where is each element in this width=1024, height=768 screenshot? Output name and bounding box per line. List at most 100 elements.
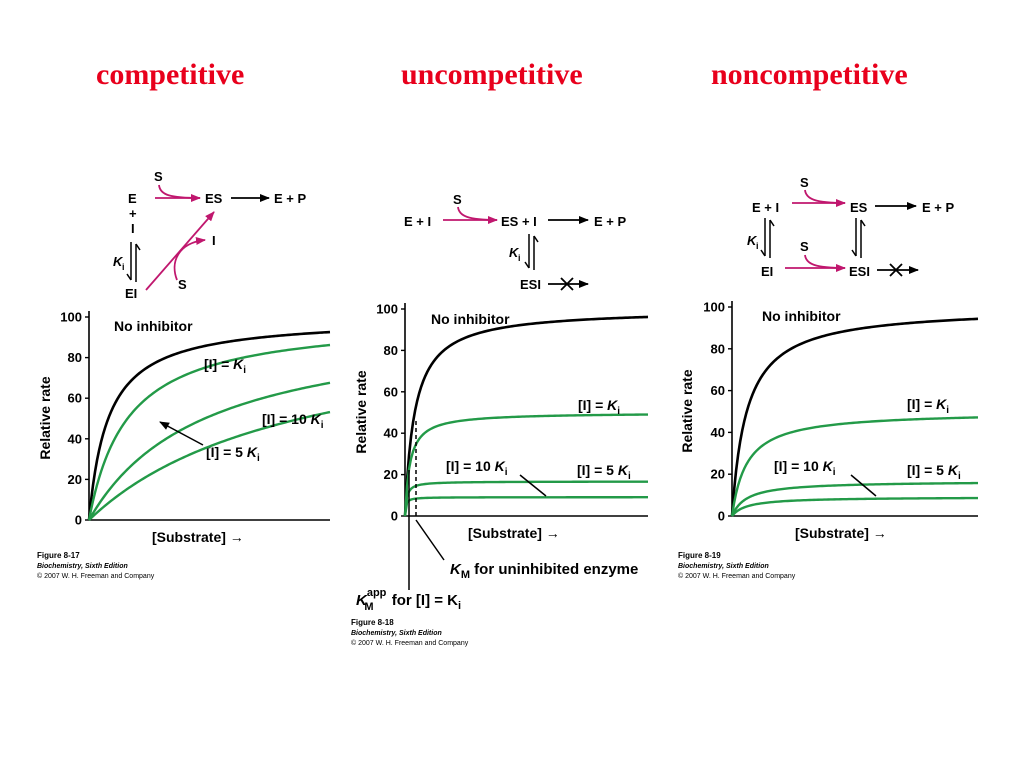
y-tick-label: 0 bbox=[75, 513, 82, 528]
y-tick-label: 0 bbox=[718, 509, 725, 524]
series-label--i-5-ki: [I] = 5 Ki bbox=[907, 462, 961, 482]
series-label-text: [I] = 10 bbox=[774, 458, 823, 474]
series-label-sub: i bbox=[617, 406, 620, 417]
series-label--i-10-ki: [I] = 10 Ki bbox=[262, 411, 324, 431]
series-label-text: [I] = 5 bbox=[577, 462, 618, 478]
scheme3-s-bottom-arrow bbox=[804, 254, 846, 272]
scheme3-esi-label: ESI bbox=[849, 264, 870, 279]
caption3-book: Biochemistry, Sixth Edition bbox=[678, 563, 769, 570]
caption1-copyright: © 2007 W. H. Freeman and Company bbox=[37, 572, 155, 580]
chart3-10ki-leader-line bbox=[850, 474, 877, 497]
scheme3-s-top-label: S bbox=[800, 175, 809, 190]
series-label-text: [I] = 5 bbox=[206, 444, 247, 460]
scheme2-blocked-x bbox=[560, 277, 574, 291]
series-line--i-ki bbox=[87, 343, 331, 521]
scheme3-ki-label: K bbox=[747, 233, 758, 248]
km-app-rest: for [I] = K bbox=[388, 592, 459, 609]
scheme1-e-label: E bbox=[128, 191, 137, 206]
scheme1-s-label: S bbox=[154, 169, 163, 184]
series-line--i-10-ki bbox=[403, 496, 648, 517]
series-label-text: [I] = bbox=[578, 397, 607, 413]
caption-figure-8-17: Figure 8-17 Biochemistry, Sixth Edition … bbox=[37, 551, 155, 580]
y-tick-label: 80 bbox=[68, 350, 82, 365]
y-axis-label: Relative rate bbox=[679, 369, 695, 452]
y-tick-label: 80 bbox=[384, 343, 398, 358]
y-tick-label: 0 bbox=[391, 509, 398, 524]
scheme1-ki-label: K bbox=[113, 254, 124, 269]
km-uninhibited-leader bbox=[415, 519, 445, 561]
scheme-uncompetitive: S E + I ES + I E + P K i ESI bbox=[404, 192, 626, 292]
km-uninhibited-annotation: KM for uninhibited enzyme bbox=[450, 561, 638, 581]
scheme1-s-binding-arrow bbox=[158, 184, 201, 202]
series-label-text: [I] = bbox=[907, 396, 936, 412]
y-tick-label: 20 bbox=[68, 472, 82, 487]
scheme1-s-bind-label: S bbox=[178, 277, 187, 292]
caption2-copyright: © 2007 W. H. Freeman and Company bbox=[351, 639, 469, 647]
chart2-10ki-leader-line bbox=[519, 474, 547, 497]
series-label-k: K bbox=[607, 397, 618, 413]
series-label--i-5-ki: [I] = 5 Ki bbox=[577, 462, 631, 482]
caption2-book: Biochemistry, Sixth Edition bbox=[351, 630, 442, 637]
y-tick-label: 20 bbox=[384, 467, 398, 482]
caption2-figure: Figure 8-18 bbox=[351, 618, 394, 627]
km-uninhibited-k: K bbox=[450, 561, 462, 578]
series-label-text: [I] = 10 bbox=[446, 458, 495, 474]
series-label-no-inhibitor: No inhibitor bbox=[762, 308, 841, 324]
scheme2-ei-label: E + I bbox=[404, 214, 431, 229]
caption1-figure: Figure 8-17 bbox=[37, 551, 80, 560]
series-label-k: K bbox=[311, 411, 322, 427]
series-line--i-5-ki bbox=[87, 381, 331, 521]
series-line-no-inhibitor bbox=[87, 330, 331, 521]
series-label-no-inhibitor: No inhibitor bbox=[431, 311, 510, 327]
x-axis-label: [Substrate] → bbox=[468, 525, 560, 541]
scheme1-i-release-arrow bbox=[173, 237, 206, 281]
series-label-text: [I] = 10 bbox=[262, 411, 311, 427]
scheme3-s-bottom-label: S bbox=[800, 239, 809, 254]
caption3-copyright: © 2007 W. H. Freeman and Company bbox=[678, 572, 796, 580]
series-label-text: [I] = 5 bbox=[907, 462, 948, 478]
scheme-competitive: S E + I ES E + P K i EI I S bbox=[113, 169, 306, 301]
scheme1-i-release-label: I bbox=[212, 233, 216, 248]
series-line--i-ki bbox=[730, 416, 979, 517]
chart1-5ki-leader-line bbox=[159, 421, 204, 446]
caption3-figure: Figure 8-19 bbox=[678, 551, 721, 560]
scheme2-equilibrium-left-head bbox=[524, 261, 530, 269]
y-tick-label: 60 bbox=[68, 391, 82, 406]
series-label--i-10-ki: [I] = 10 Ki bbox=[446, 458, 508, 478]
series-line-no-inhibitor bbox=[730, 317, 979, 517]
scheme3-right-equilibrium-b-head bbox=[860, 219, 866, 227]
series-label-text: [I] = bbox=[204, 356, 233, 372]
scheme2-s-label: S bbox=[453, 192, 462, 207]
y-tick-label: 80 bbox=[711, 341, 725, 356]
scheme2-ep-label: E + P bbox=[594, 214, 626, 229]
scheme3-es-label: ES bbox=[850, 200, 868, 215]
y-tick-label: 40 bbox=[711, 425, 725, 440]
series-label-sub: i bbox=[257, 453, 260, 464]
series-label-k: K bbox=[948, 462, 959, 478]
scheme1-plus: + bbox=[129, 206, 137, 221]
km-app-sup: app bbox=[367, 587, 387, 599]
heading-competitive: competitive bbox=[96, 58, 245, 91]
scheme2-es-i-label: ES + I bbox=[501, 214, 537, 229]
series-label-no-inhibitor: No inhibitor bbox=[114, 318, 193, 334]
y-axis-label: Relative rate bbox=[37, 376, 53, 459]
scheme1-ki-sub: i bbox=[122, 262, 125, 272]
scheme1-es-label: ES bbox=[205, 191, 223, 206]
series-label-sub: i bbox=[833, 467, 836, 478]
scheme1-i-label: I bbox=[131, 221, 135, 236]
x-axis-label: [Substrate] → bbox=[795, 525, 887, 541]
series-label-sub: i bbox=[628, 471, 631, 482]
series-label-k: K bbox=[247, 444, 258, 460]
series-label-sub: i bbox=[321, 420, 324, 431]
km-app-m: M bbox=[364, 601, 373, 613]
caption-figure-8-18: Figure 8-18 Biochemistry, Sixth Edition … bbox=[351, 618, 469, 647]
series-label-k: K bbox=[233, 356, 244, 372]
series-label-k: K bbox=[618, 462, 629, 478]
heading-uncompetitive: uncompetitive bbox=[401, 58, 583, 91]
scheme3-ei-label: EI bbox=[761, 264, 773, 279]
scheme3-ep-label: E + P bbox=[922, 200, 954, 215]
